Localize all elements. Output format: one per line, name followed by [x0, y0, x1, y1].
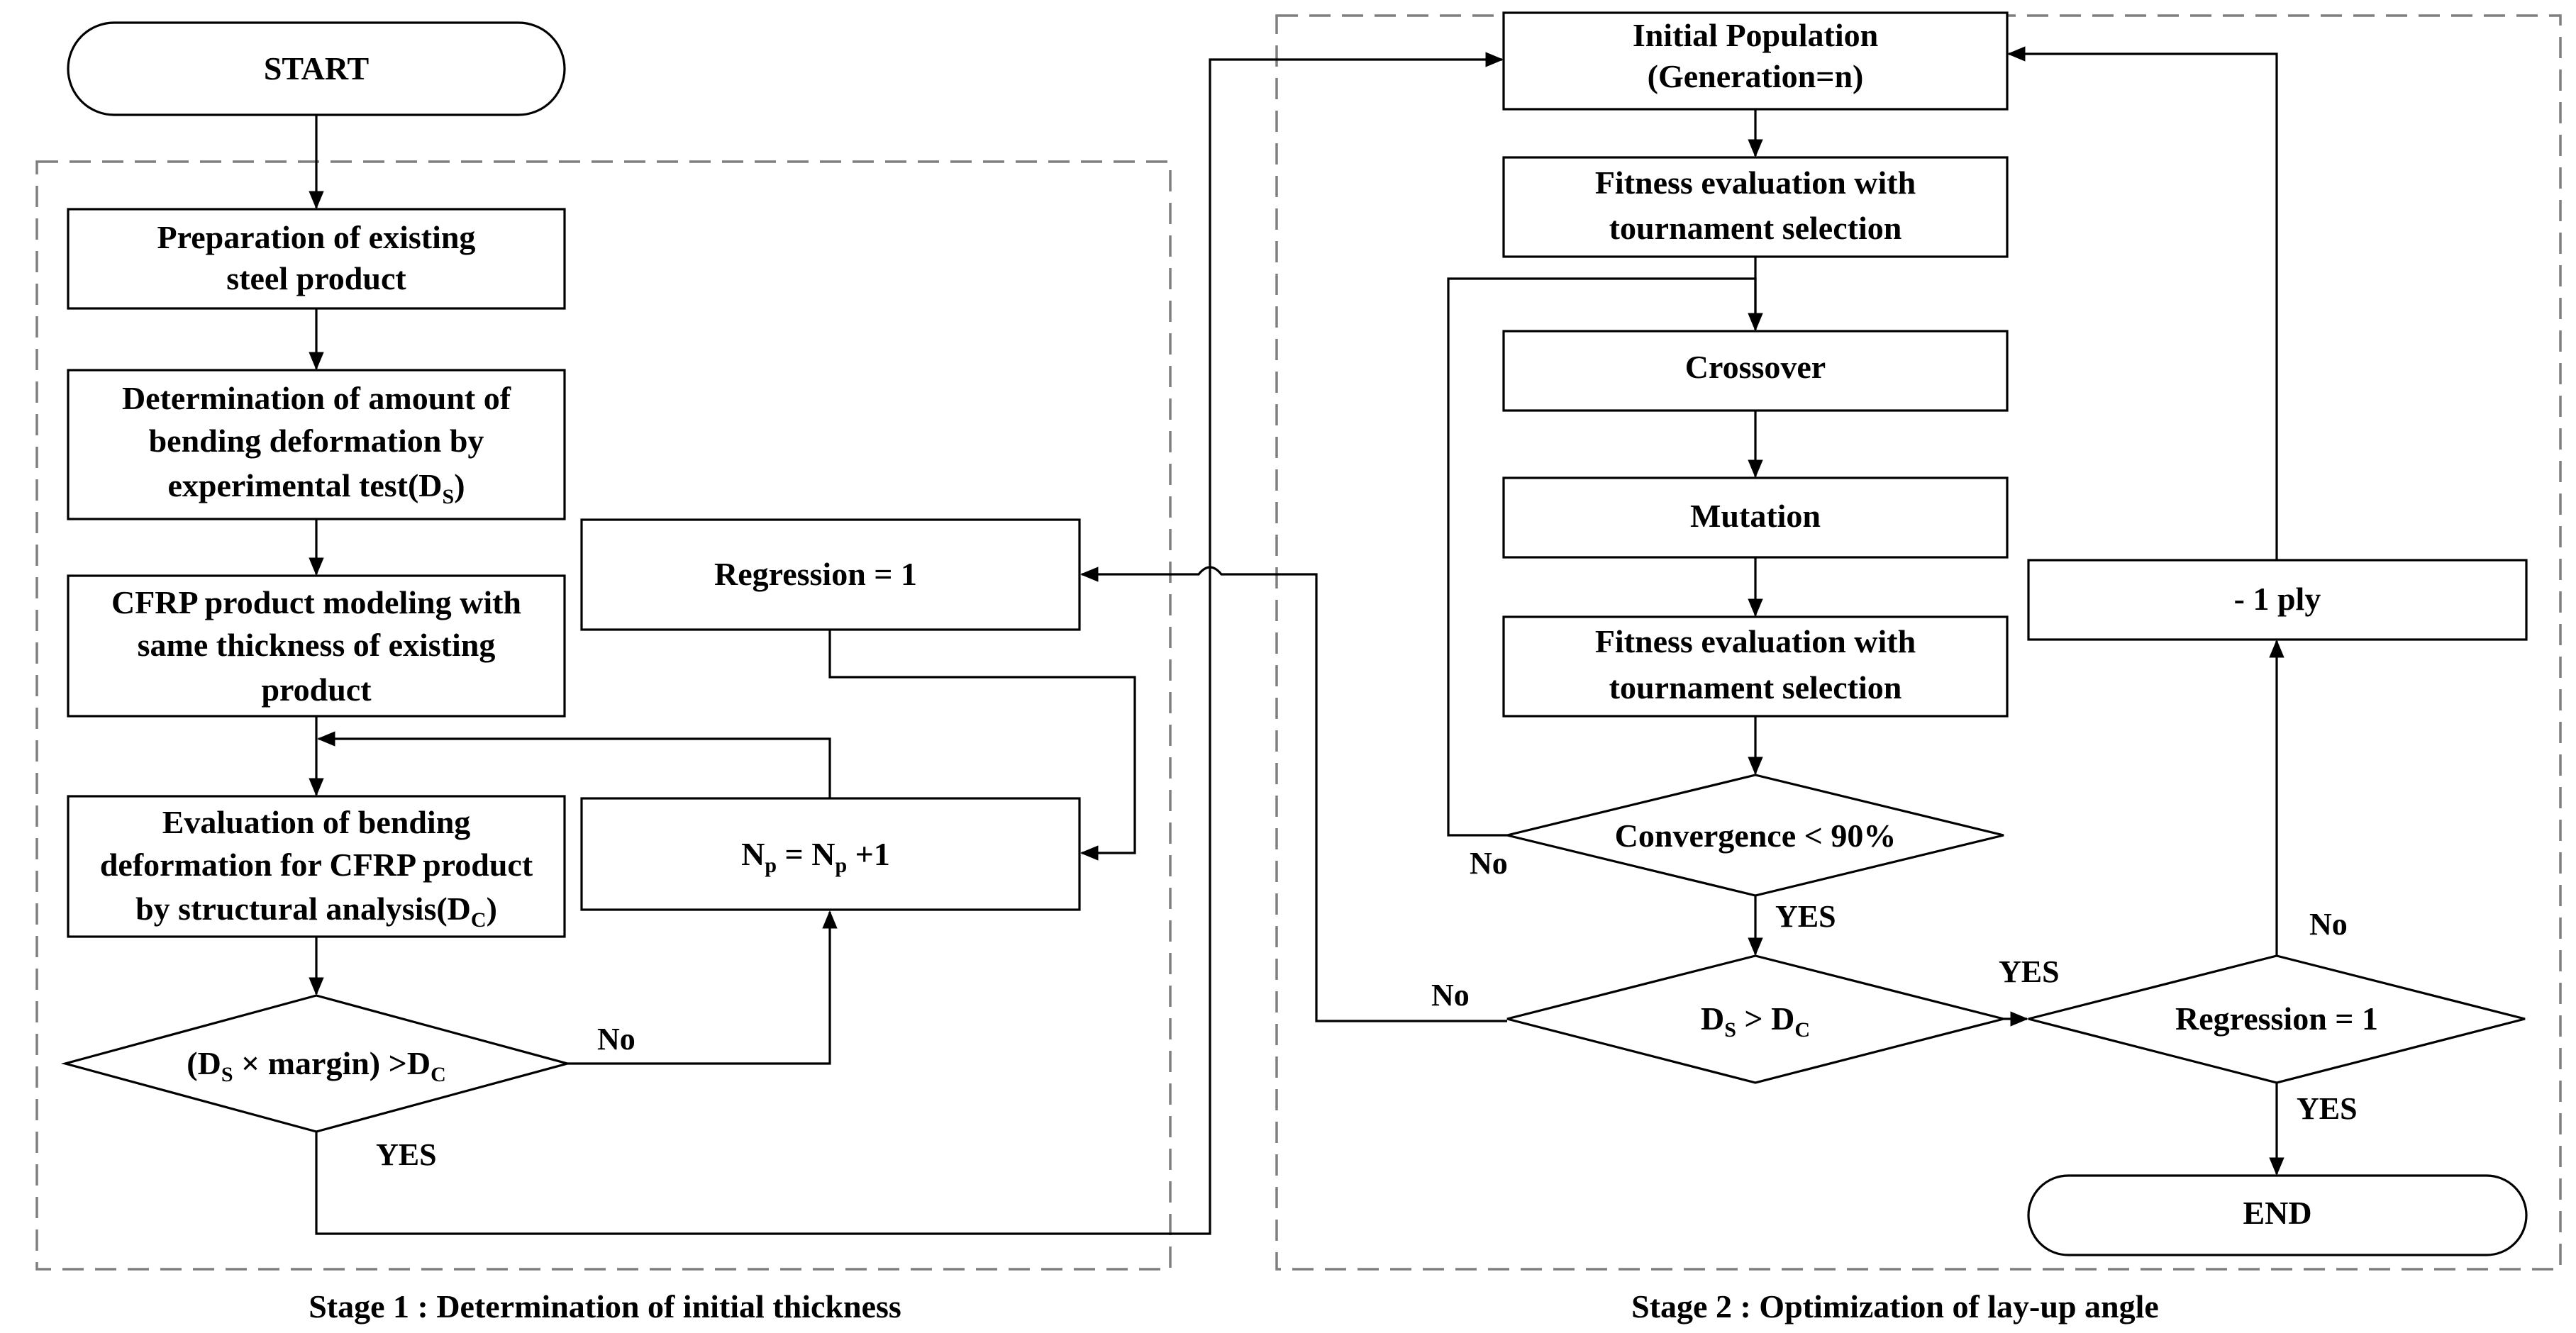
prep-line2: steel product	[226, 260, 406, 296]
cfrp-line2: same thickness of existing	[138, 627, 496, 663]
arrow-convergence-no-loop	[1447, 277, 1763, 837]
fit2-line2: tournament selection	[1609, 669, 1902, 705]
ds-no-label: No	[1431, 978, 1470, 1013]
stage2-caption: Stage 2 : Optimization of lay-up angle	[1631, 1288, 2159, 1324]
arrow-ply-to-init	[2006, 46, 2278, 560]
det-line3: experimental test(DS)	[167, 467, 465, 508]
np-increment-label: Np = Np +1	[741, 836, 890, 877]
arrow-decision-no-to-np	[567, 910, 838, 1065]
margin-no-label: No	[597, 1022, 635, 1056]
arrow-ds-no-to-regression	[1079, 566, 1507, 1022]
ds-dc-label: DS > DC	[1701, 1000, 1810, 1042]
convergence-label: Convergence < 90%	[1615, 818, 1897, 854]
convergence-no-label: No	[1470, 846, 1508, 881]
regression-no-label: No	[2309, 907, 2348, 942]
init-line1: Initial Population	[1633, 17, 1878, 53]
eval-line1: Evaluation of bending	[162, 804, 471, 840]
arrow-decision-yes-to-stage2	[315, 52, 1504, 1235]
fit1-line2: tournament selection	[1609, 210, 1902, 246]
arrow-regression-to-np	[828, 630, 1136, 861]
ds-dc-decision	[1506, 954, 2004, 1084]
initial-population-box	[1502, 11, 2009, 111]
regression-box	[580, 518, 1081, 631]
fitness-box-1	[1502, 156, 2009, 258]
stage1-container	[35, 160, 1172, 1271]
mutation-label: Mutation	[1690, 498, 1821, 534]
end-label: END	[2243, 1195, 2311, 1231]
start-label: START	[264, 50, 369, 87]
prep-box	[67, 208, 566, 310]
margin-yes-label: YES	[376, 1137, 437, 1172]
eval-line3: by structural analysis(DC)	[135, 891, 497, 932]
minus-ply-label: - 1 ply	[2234, 581, 2321, 617]
convergence-yes-label: YES	[1775, 899, 1836, 934]
stage1-caption: Stage 1 : Determination of initial thick…	[309, 1288, 901, 1324]
regression-yes-label: YES	[2297, 1091, 2358, 1126]
margin-decision-label: (DS × margin) >DC	[187, 1045, 445, 1086]
det-line2: bending deformation by	[149, 423, 484, 459]
stage2-container	[1275, 14, 2562, 1271]
prep-line1: Preparation of existing	[157, 219, 476, 255]
det-line1: Determination of amount of	[122, 380, 511, 416]
cfrp-line1: CFRP product modeling with	[111, 584, 521, 620]
fit2-line1: Fitness evaluation with	[1595, 623, 1916, 659]
cfrp-line3: product	[261, 671, 372, 708]
regression-decision-label: Regression = 1	[2175, 1000, 2378, 1037]
arrow-np-loop-to-eval	[316, 731, 831, 798]
crossover-box	[1502, 330, 2009, 412]
fit1-line1: Fitness evaluation with	[1595, 164, 1916, 201]
crossover-label: Crossover	[1685, 349, 1826, 385]
regression-box-label: Regression = 1	[714, 556, 917, 592]
eval-line2: deformation for CFRP product	[100, 847, 533, 883]
ds-yes-label: YES	[1999, 954, 2060, 989]
init-line2: (Generation=n)	[1648, 58, 1864, 94]
